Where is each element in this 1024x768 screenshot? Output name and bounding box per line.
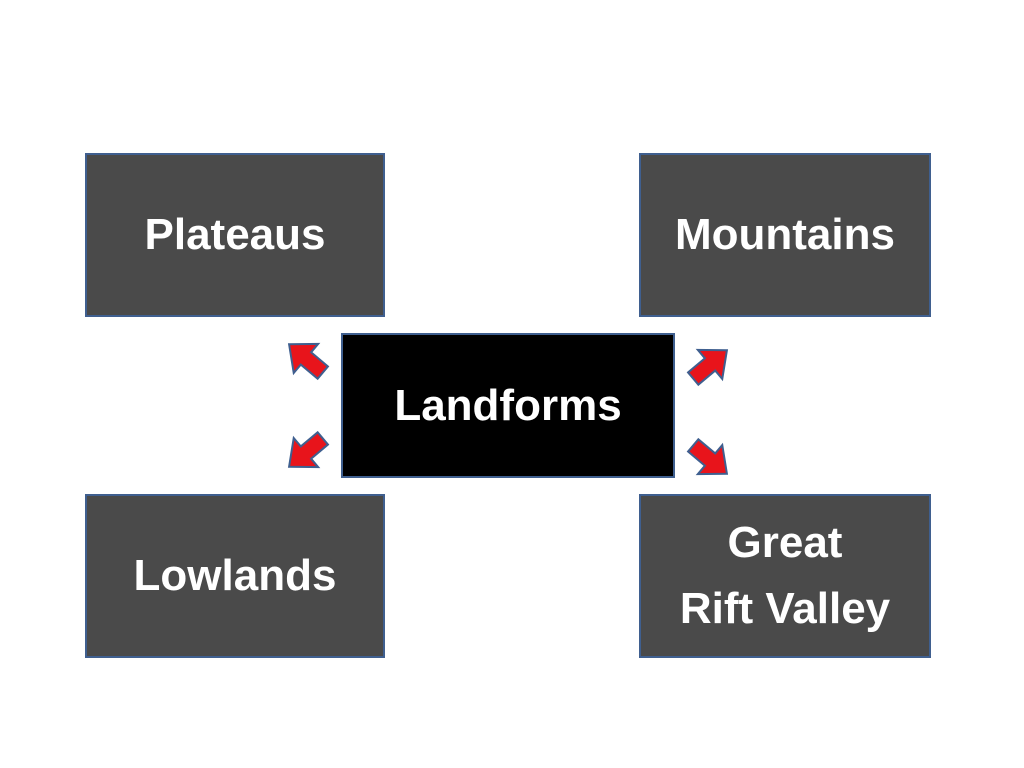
arrow-to-mountains [686, 348, 729, 387]
node-lowlands-label: Lowlands [133, 551, 337, 600]
arrow-to-great-rift-valley-shape [686, 437, 729, 476]
node-plateaus-label: Plateaus [144, 210, 326, 259]
arrow-to-lowlands-shape [287, 430, 330, 469]
node-great-rift-valley-text: Great Rift Valley [680, 510, 890, 642]
node-great-rift-valley: Great Rift Valley [639, 494, 931, 658]
center-label: Landforms [394, 380, 622, 430]
node-lowlands: Lowlands [85, 494, 385, 658]
node-great-rift-valley-line-1: Great [727, 518, 843, 567]
arrow-to-lowlands [287, 430, 330, 469]
arrow-to-great-rift-valley [686, 437, 729, 476]
node-mountains-label: Mountains [675, 210, 895, 259]
arrow-to-plateaus-shape [287, 342, 330, 381]
arrow-to-plateaus [287, 342, 330, 381]
node-mountains: Mountains [639, 153, 931, 317]
arrow-to-mountains-shape [686, 348, 729, 387]
node-plateaus: Plateaus [85, 153, 385, 317]
node-landforms-center: Landforms [341, 333, 675, 478]
node-great-rift-valley-line-2: Rift Valley [679, 584, 891, 633]
